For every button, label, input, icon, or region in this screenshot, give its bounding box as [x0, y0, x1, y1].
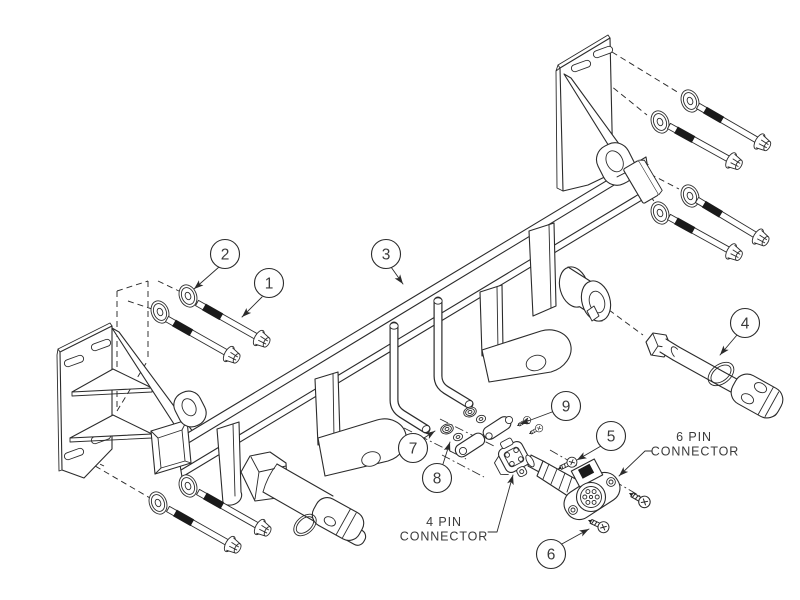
- flange-nut: [438, 422, 456, 436]
- callout-number: 2: [221, 247, 230, 264]
- wiring-bracket: [454, 415, 514, 458]
- label-line: 6 PIN: [676, 430, 712, 444]
- callout-number: 6: [547, 547, 556, 564]
- callout-8: 8: [421, 440, 454, 494]
- callout-number: 5: [607, 429, 616, 446]
- label-line: 4 PIN: [426, 515, 462, 529]
- callout-number: 8: [433, 471, 442, 488]
- callout-3: 3: [370, 238, 406, 286]
- bent-rod: [433, 296, 474, 409]
- flat-washer: [145, 488, 171, 518]
- retaining-clip: [293, 513, 317, 537]
- callout-number: 7: [409, 441, 418, 458]
- flange-nut: [461, 405, 479, 419]
- callout-6: 6: [535, 525, 591, 570]
- pin-clevis-assembly: [645, 332, 784, 419]
- tube-spacer: [558, 266, 612, 322]
- callout-5: 5: [575, 420, 627, 463]
- flat-washer: [677, 86, 703, 116]
- hex-bolt: [692, 192, 773, 251]
- gusset-shelf: [69, 368, 153, 443]
- flat-washer: [677, 181, 703, 211]
- flat-washer: [647, 198, 673, 228]
- l-bracket: [479, 284, 572, 383]
- callout-1: 1: [239, 267, 285, 320]
- left-safety-chain-loop: [173, 390, 207, 428]
- bar-end-cap: [623, 159, 663, 204]
- callout-number: 3: [382, 247, 391, 264]
- hanger-strap: [216, 421, 243, 506]
- bent-rod: [389, 321, 431, 434]
- callout-9: 9: [518, 390, 582, 428]
- hardware-left: [147, 281, 274, 368]
- four-pin-connector: [494, 437, 531, 478]
- callout-7: 7: [397, 428, 437, 464]
- hitch-pin-clevis-assembly: [240, 451, 367, 546]
- callout-4: 4: [717, 307, 761, 358]
- callout-2: 2: [191, 238, 241, 292]
- hanger-strap: [528, 222, 557, 317]
- label-6-pin-connector: 6 PIN CONNECTOR: [616, 430, 739, 479]
- six-pin-connector: [563, 458, 621, 521]
- label-line: CONNECTOR: [400, 530, 488, 544]
- clip-ring: [707, 361, 735, 387]
- wire-boot: [525, 454, 582, 501]
- flat-washer: [647, 107, 673, 137]
- receiver-opening: [150, 419, 192, 475]
- callouts: 1 2 3 4 5 6: [191, 238, 761, 570]
- callout-number: 1: [265, 276, 274, 293]
- screw: [526, 422, 545, 438]
- crossbar: [175, 156, 653, 478]
- hardware-top-right: [647, 86, 775, 265]
- callout-number: 9: [562, 399, 571, 416]
- label-line: CONNECTOR: [651, 445, 739, 459]
- screw: [585, 514, 612, 536]
- small-washer: [474, 413, 488, 425]
- small-washer: [451, 431, 465, 443]
- callout-number: 4: [741, 316, 750, 333]
- screw: [625, 487, 653, 511]
- l-bracket: [314, 371, 407, 477]
- flat-washer: [175, 471, 201, 501]
- bracket-slot: [570, 45, 614, 73]
- label-4-pin-connector: 4 PIN CONNECTOR: [400, 474, 517, 544]
